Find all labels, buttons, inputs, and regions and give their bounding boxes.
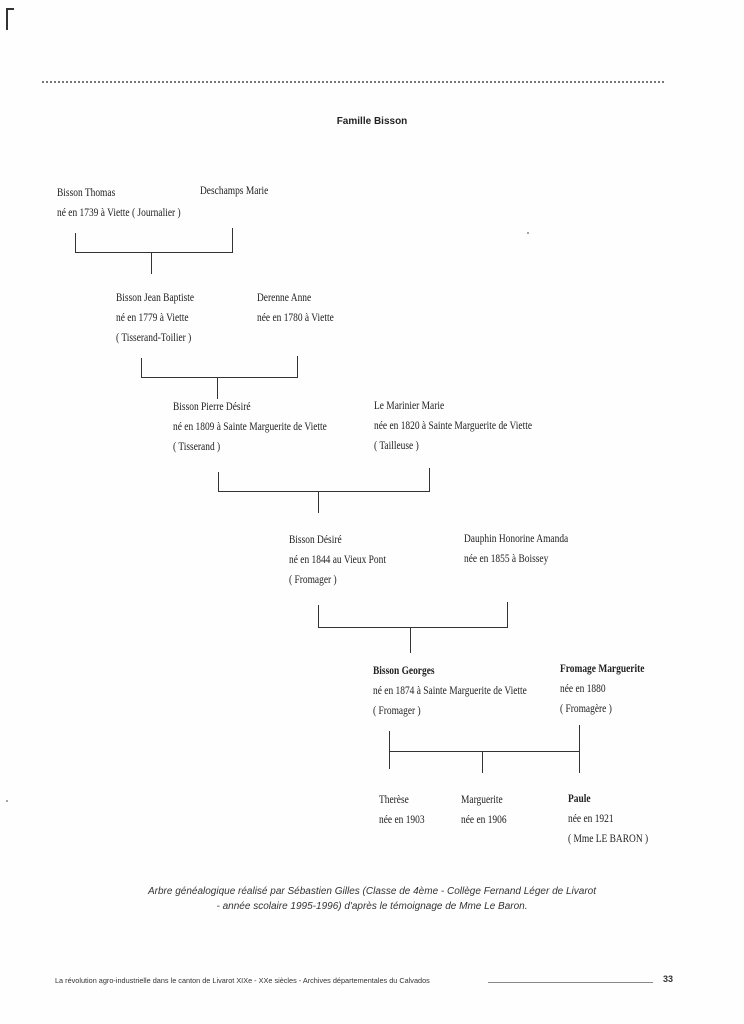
connector-line xyxy=(141,377,298,378)
person-detail: née en 1921 xyxy=(568,813,614,825)
person-detail: ( Mme LE BARON ) xyxy=(568,833,649,845)
connector-line xyxy=(141,358,142,377)
scan-corner-mark xyxy=(6,8,8,30)
person-therese: Therèse née en 1903 xyxy=(379,790,425,830)
person-bisson-desire: Bisson Désiré né en 1844 au Vieux Pont (… xyxy=(289,530,386,590)
person-paule: Paule née en 1921 ( Mme LE BARON ) xyxy=(568,789,648,849)
person-detail: ( Fromager ) xyxy=(289,574,337,586)
person-detail: née en 1880 xyxy=(560,683,606,695)
person-bisson-georges: Bisson Georges né en 1874 à Sainte Margu… xyxy=(373,661,527,721)
connector-line xyxy=(318,491,319,513)
person-bisson-thomas: Bisson Thomas né en 1739 à Viette ( Jour… xyxy=(57,183,181,223)
person-marguerite: Marguerite née en 1906 xyxy=(461,790,507,830)
scan-speck xyxy=(6,800,8,802)
person-bisson-jean-baptiste: Bisson Jean Baptiste né en 1779 à Viette… xyxy=(116,288,194,348)
person-name: Derenne Anne xyxy=(257,292,312,304)
person-name: Marguerite xyxy=(461,794,503,806)
connector-line xyxy=(318,605,319,627)
person-detail: née en 1906 xyxy=(461,814,507,826)
dotted-header-rule xyxy=(42,81,664,83)
person-name: Bisson Georges xyxy=(373,665,435,677)
page-number: 33 xyxy=(663,974,674,984)
person-detail: ( Tisserand ) xyxy=(173,441,221,453)
page-title: Famille Bisson xyxy=(336,116,408,127)
person-detail: né en 1739 à Viette ( Journalier ) xyxy=(57,207,181,219)
person-name: Bisson Jean Baptiste xyxy=(116,292,195,304)
person-name: Bisson Thomas xyxy=(57,187,116,199)
scan-corner-mark-top xyxy=(6,8,14,10)
connector-line xyxy=(579,725,580,751)
person-detail: ( Tailleuse ) xyxy=(374,440,419,452)
connector-line xyxy=(410,627,411,653)
person-detail: ( Fromager ) xyxy=(373,705,421,717)
connector-line xyxy=(579,751,580,773)
person-name: Dauphin Honorine Amanda xyxy=(464,533,569,545)
person-deschamps-marie: Deschamps Marie xyxy=(200,181,268,201)
footer-rule xyxy=(488,982,653,983)
person-name: Bisson Désiré xyxy=(289,534,342,546)
caption-line-2: - année scolaire 1995-1996) d'après le t… xyxy=(216,901,528,912)
connector-line xyxy=(389,751,390,769)
person-detail: ( Tisserand-Toilier ) xyxy=(116,332,192,344)
person-detail: née en 1903 xyxy=(379,814,425,826)
person-name: Bisson Pierre Désiré xyxy=(173,401,251,413)
person-le-marinier-marie: Le Marinier Marie née en 1820 à Sainte M… xyxy=(374,396,532,456)
person-fromage-marguerite: Fromage Marguerite née en 1880 ( Fromagè… xyxy=(560,659,644,719)
person-detail: née en 1780 à Viette xyxy=(257,312,334,324)
connector-line xyxy=(75,233,76,252)
person-name: Le Marinier Marie xyxy=(374,400,445,412)
person-detail: né en 1809 à Sainte Marguerite de Viette xyxy=(173,421,327,433)
person-name: Paule xyxy=(568,793,591,805)
connector-line xyxy=(507,602,508,627)
connector-line xyxy=(318,627,508,628)
connector-line xyxy=(482,751,483,773)
connector-line xyxy=(389,731,390,751)
connector-line xyxy=(389,751,580,752)
connector-line xyxy=(232,228,233,252)
person-bisson-pierre-desire: Bisson Pierre Désiré né en 1809 à Sainte… xyxy=(173,397,327,457)
connector-line xyxy=(151,252,152,274)
person-detail: née en 1855 à Boissey xyxy=(464,553,549,565)
person-detail: née en 1820 à Sainte Marguerite de Viett… xyxy=(374,420,533,432)
person-detail: né en 1874 à Sainte Marguerite de Viette xyxy=(373,685,527,697)
person-name: Therèse xyxy=(379,794,409,806)
person-detail: ( Fromagère ) xyxy=(560,703,612,715)
connector-line xyxy=(75,252,233,253)
connector-line xyxy=(218,491,430,492)
person-detail: né en 1779 à Viette xyxy=(116,312,189,324)
connector-line xyxy=(217,377,218,399)
person-name: Fromage Marguerite xyxy=(560,663,645,675)
person-detail: né en 1844 au Vieux Pont xyxy=(289,554,386,566)
person-name: Deschamps Marie xyxy=(200,185,269,197)
footer-text: La révolution agro-industrielle dans le … xyxy=(55,976,430,985)
person-derenne-anne: Derenne Anne née en 1780 à Viette xyxy=(257,288,334,328)
caption-line-1: Arbre généalogique réalisé par Sébastien… xyxy=(147,886,597,897)
connector-line xyxy=(297,356,298,377)
connector-line xyxy=(429,468,430,491)
scan-speck xyxy=(527,232,529,234)
connector-line xyxy=(218,472,219,491)
person-dauphin-honorine-amanda: Dauphin Honorine Amanda née en 1855 à Bo… xyxy=(464,529,568,569)
